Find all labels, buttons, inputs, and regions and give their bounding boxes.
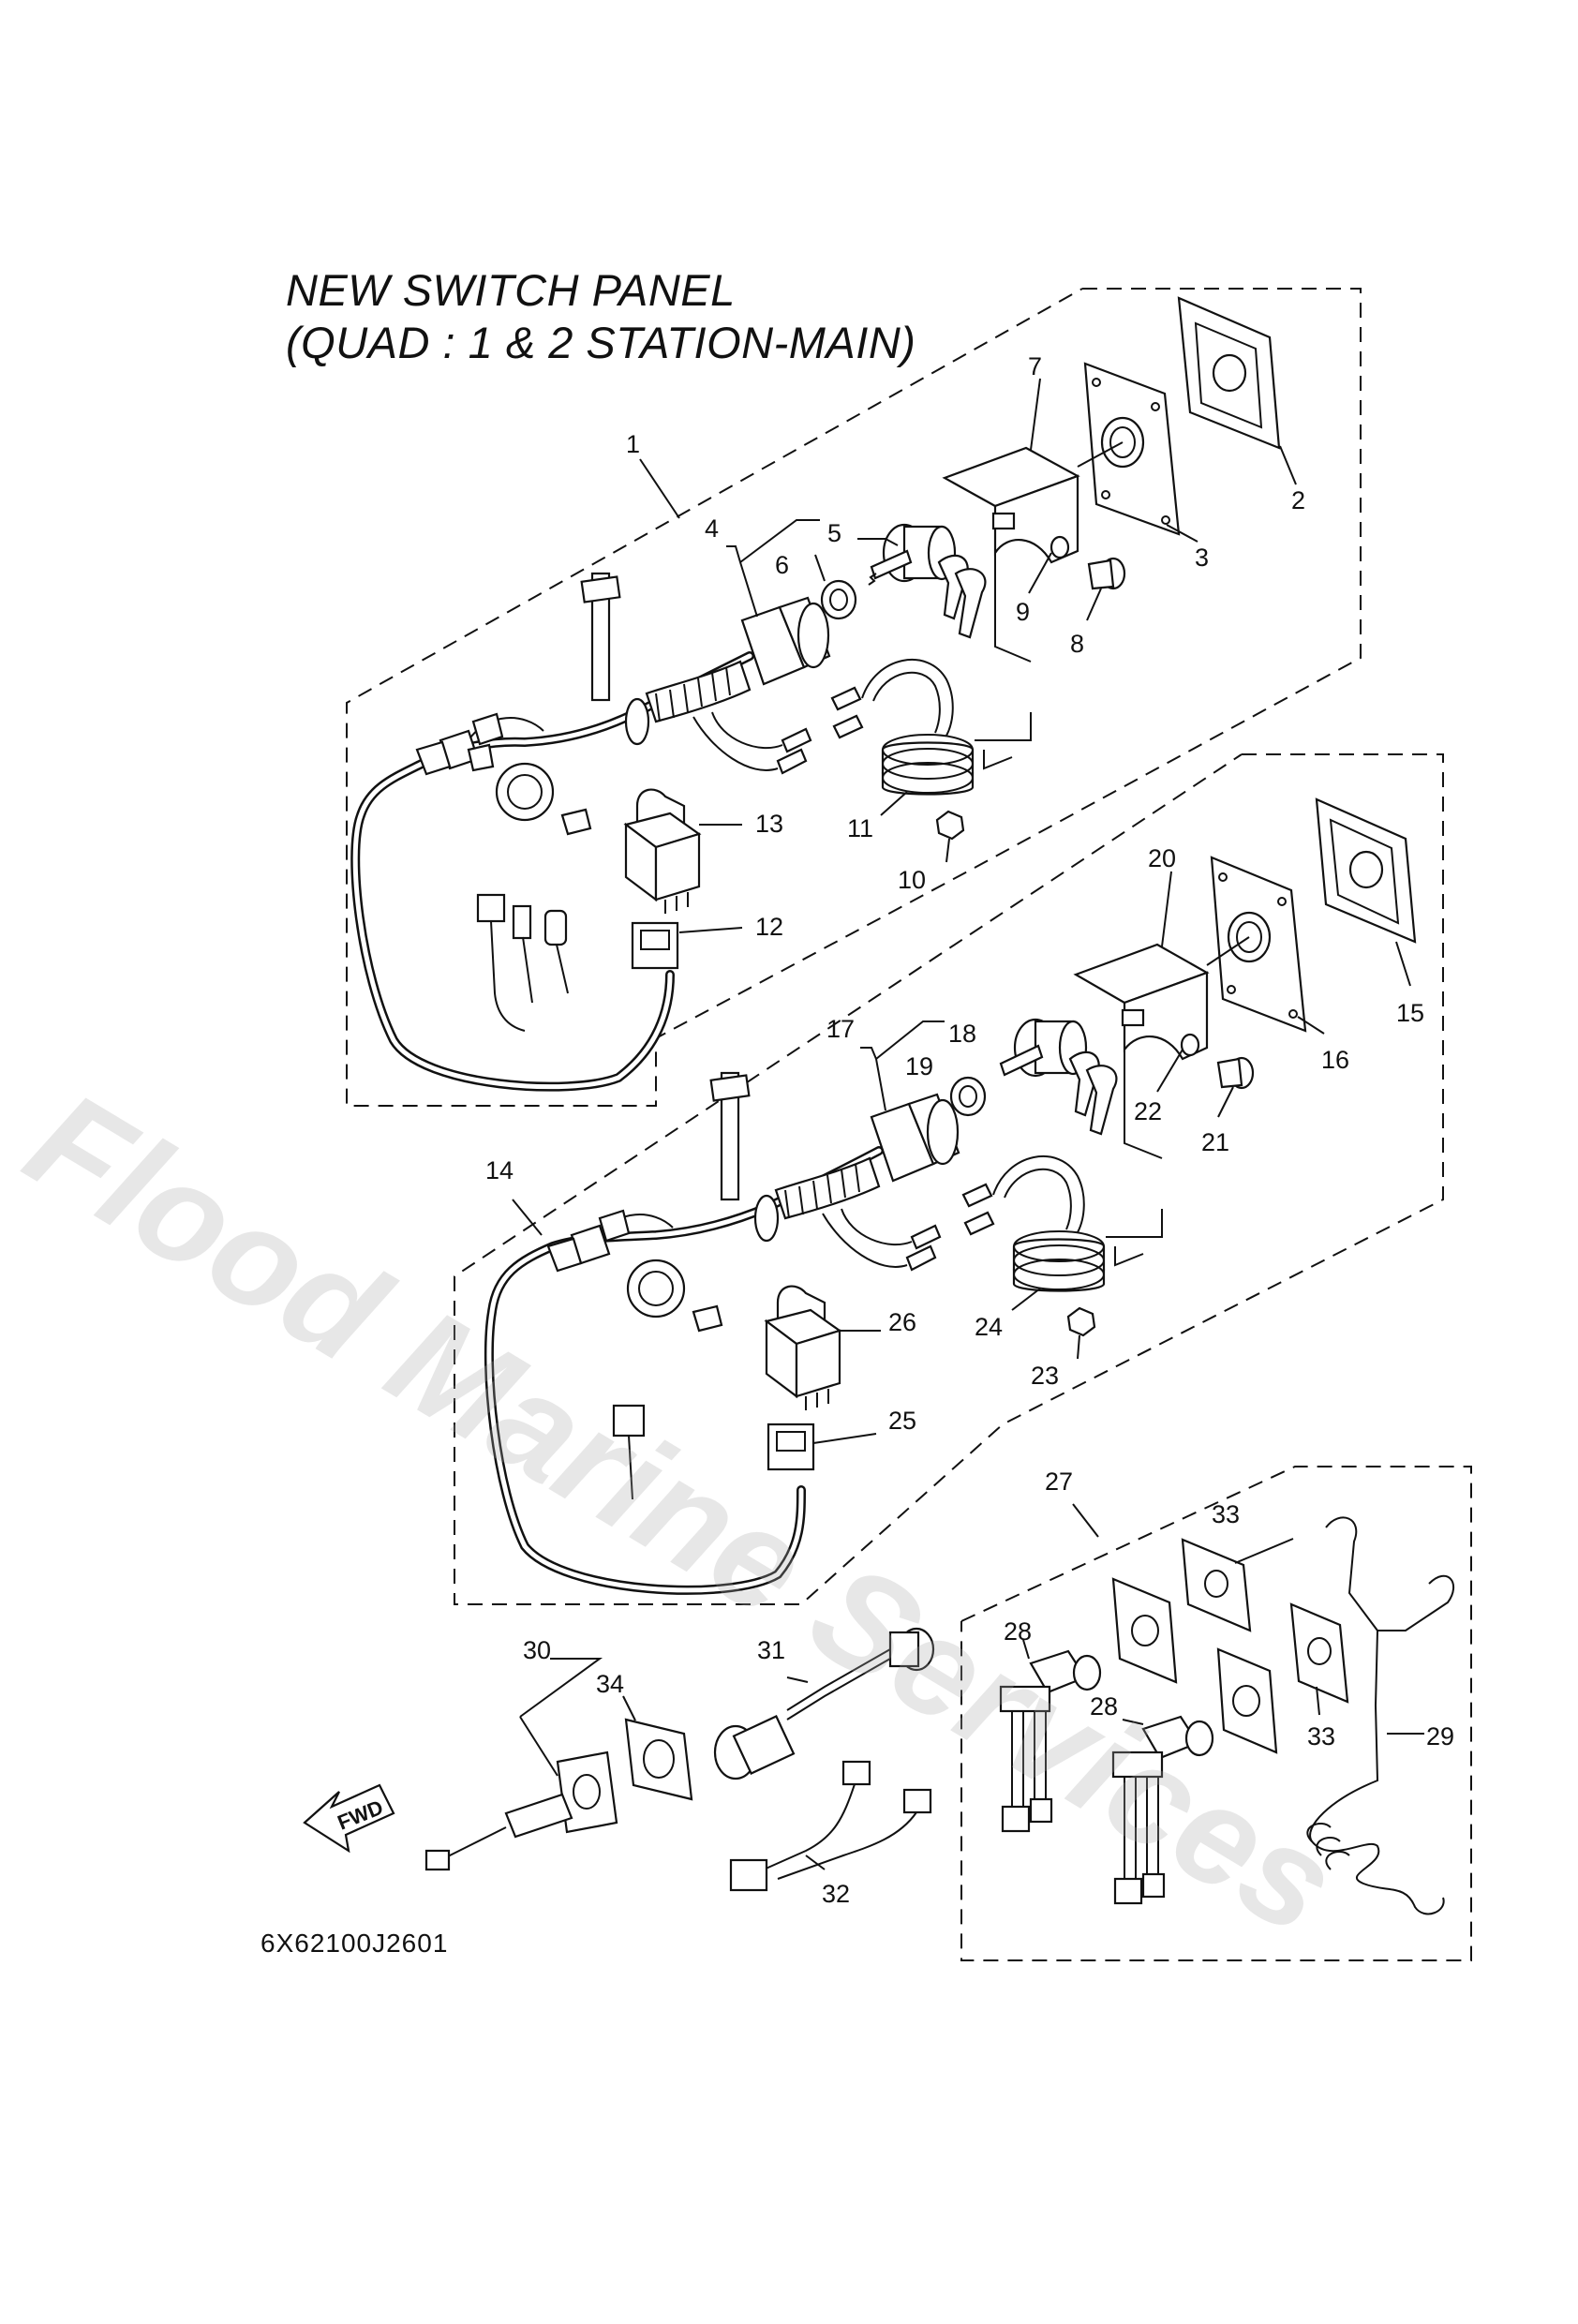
gasket-15	[1315, 797, 1417, 944]
callout-33-b: 33	[1307, 1722, 1335, 1750]
switch-30	[424, 1750, 618, 1871]
callout-1: 1	[626, 430, 640, 458]
bracket-edge-20	[1106, 1209, 1163, 1267]
washer-6	[820, 579, 857, 620]
lanyard-29	[1306, 1516, 1454, 1915]
callout-13: 13	[755, 810, 783, 838]
callout-2: 2	[1291, 486, 1305, 514]
plate-33-a	[1111, 1577, 1178, 1684]
callout-17: 17	[826, 1015, 855, 1043]
key-switch-18	[999, 1018, 1118, 1136]
callout-10: 10	[898, 866, 926, 894]
callout-21: 21	[1201, 1128, 1229, 1156]
callout-29: 29	[1426, 1722, 1454, 1750]
bezel-plate-16	[1210, 856, 1307, 1033]
callout-numbers: 1 2 3 4 5 6 7 8 9 10 11 12 13 14 15 16 1…	[485, 352, 1454, 1908]
nut-23	[1066, 1306, 1096, 1337]
callout-12: 12	[755, 913, 783, 941]
stop-switch-28-b	[1111, 1715, 1214, 1905]
washer-22	[1180, 1033, 1200, 1057]
callout-7: 7	[1028, 352, 1042, 380]
group-boundary-14	[454, 753, 1444, 1605]
callout-19: 19	[905, 1052, 933, 1080]
callout-5: 5	[827, 519, 841, 547]
callout-15: 15	[1396, 999, 1424, 1027]
callout-9: 9	[1016, 598, 1030, 626]
plate-33-b	[1216, 1647, 1278, 1754]
gasket-2	[1177, 296, 1281, 450]
group-boundary-27	[960, 1466, 1472, 1961]
callout-8: 8	[1070, 630, 1084, 658]
callout-16: 16	[1321, 1046, 1349, 1074]
callout-18: 18	[948, 1020, 976, 1048]
washer-9	[1050, 535, 1070, 559]
callout-6: 6	[775, 551, 789, 579]
fwd-arrow: FWD	[303, 1783, 395, 1854]
callout-25: 25	[888, 1407, 916, 1435]
connector-block-4	[740, 596, 831, 686]
boot-24	[1012, 1230, 1106, 1292]
screw-21	[1216, 1056, 1255, 1090]
gasket-34	[624, 1718, 693, 1801]
callout-34: 34	[596, 1670, 624, 1698]
callout-4: 4	[705, 514, 719, 543]
washer-19	[949, 1076, 987, 1117]
leader-lines	[512, 378, 1424, 1870]
gasket-33-lower	[1289, 1602, 1349, 1704]
callout-28-a: 28	[1004, 1617, 1032, 1646]
diagram-title: NEW SWITCH PANEL	[286, 265, 736, 315]
callout-24: 24	[975, 1313, 1003, 1341]
callout-31: 31	[757, 1636, 785, 1664]
callout-20: 20	[1148, 844, 1176, 872]
connector-block-17	[870, 1093, 960, 1183]
relay-13	[623, 788, 702, 914]
wire-harness-14	[484, 1071, 1085, 1595]
drawing-code: 6X62100J2601	[261, 1929, 449, 1958]
nut-10	[935, 810, 965, 841]
callout-11: 11	[847, 814, 873, 842]
screw-8	[1087, 557, 1126, 590]
callout-27: 27	[1045, 1467, 1073, 1496]
callout-33-a: 33	[1212, 1500, 1240, 1528]
adapter-harness-31	[713, 1627, 935, 1780]
boot-11	[881, 734, 975, 796]
callout-3: 3	[1195, 544, 1209, 572]
callout-30: 30	[523, 1636, 551, 1664]
bracket-edge-7	[975, 712, 1032, 770]
wire-harness-1	[350, 572, 954, 1092]
relay-26	[764, 1285, 842, 1410]
diagram-subtitle: (QUAD : 1 & 2 STATION-MAIN)	[286, 318, 916, 367]
bezel-plate-3	[1083, 362, 1181, 536]
callout-22: 22	[1134, 1097, 1162, 1125]
adapter-harness-32	[729, 1760, 932, 1892]
callout-32: 32	[822, 1880, 850, 1908]
callout-28-b: 28	[1090, 1692, 1118, 1721]
key-switch-5	[868, 523, 987, 639]
callout-26: 26	[888, 1308, 916, 1336]
callout-14: 14	[485, 1156, 514, 1184]
callout-23: 23	[1031, 1362, 1059, 1390]
gasket-33-upper	[1181, 1538, 1252, 1632]
stop-switch-28-a	[999, 1649, 1102, 1833]
